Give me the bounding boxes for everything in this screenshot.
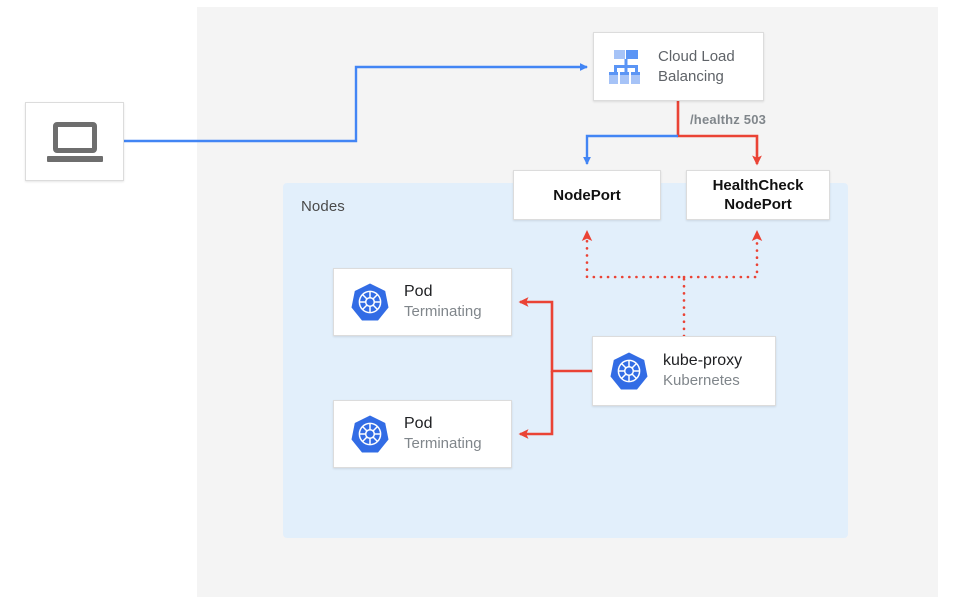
kubernetes-icon [610,352,648,390]
cloud-load-balancing-icon [606,48,646,86]
pod-subtitle-1: Terminating [404,303,482,320]
pod-text-1: Pod Terminating [404,282,482,322]
pod-title-1: Pod [404,283,433,300]
healthz-status-label: /healthz 503 [690,112,767,127]
healthcheck-nodeport-label-line1: HealthCheck [712,177,804,194]
cloud-load-balancing-label-line2: Balancing [658,67,724,85]
healthcheck-nodeport-box-label: HealthCheck NodePort [713,176,804,214]
nodeport-box-label: NodePort [553,186,621,204]
pod-title-2: Pod [404,415,433,432]
cloud-load-balancing-card: Cloud Load Balancing [593,32,764,101]
pod-subtitle-2: Terminating [404,435,482,452]
laptop-icon [46,121,103,162]
healthcheck-nodeport-box: HealthCheck NodePort [686,170,830,220]
kube-proxy-title: kube-proxy [663,352,743,369]
kube-proxy-text: kube-proxy Kubernetes [663,351,742,391]
laptop-screen-icon [52,121,97,153]
nodeport-box: NodePort [513,170,661,220]
nodes-region-label: Nodes [301,198,345,215]
pod-card-1: Pod Terminating [333,268,512,336]
kubernetes-icon [351,283,389,321]
kubernetes-icon [351,415,389,453]
pod-card-2: Pod Terminating [333,400,512,468]
cloud-load-balancing-label-line1: Cloud Load [658,47,735,65]
laptop-base-icon [46,155,103,162]
client-laptop-card [25,102,124,181]
healthcheck-nodeport-label-line2: NodePort [724,196,792,213]
kube-proxy-card: kube-proxy Kubernetes [592,336,776,406]
kube-proxy-subtitle: Kubernetes [663,372,740,389]
cloud-load-balancing-label: Cloud Load Balancing [658,47,735,87]
pod-text-2: Pod Terminating [404,414,482,454]
